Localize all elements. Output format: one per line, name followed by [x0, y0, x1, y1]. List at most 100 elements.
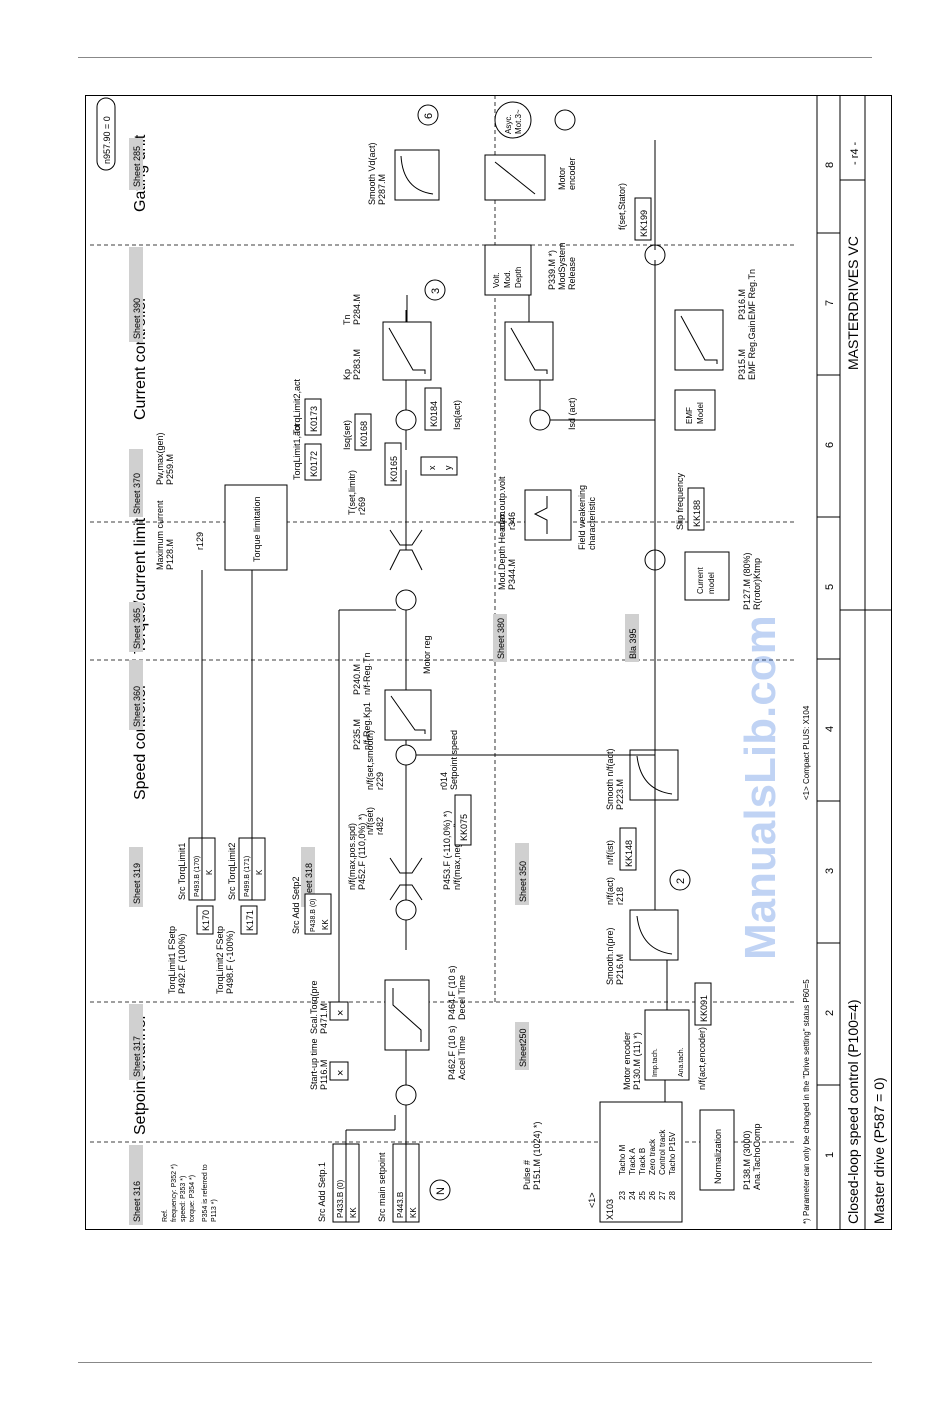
- sheet-tab-360: [129, 660, 143, 730]
- torq1-fsetp-label: TorqLimit1 FSetp: [167, 926, 177, 994]
- torque-summing-junction: [395, 589, 417, 611]
- speed-comparison-junction: [395, 744, 417, 766]
- x103-terminal-block: [599, 1101, 683, 1223]
- p138-param: P138.M (3000): [742, 1130, 752, 1190]
- k0184-label: K0184: [429, 401, 439, 427]
- terminal-23-num: 23: [618, 1191, 627, 1200]
- kk188-connector: [687, 487, 705, 531]
- nmax-neg-param: P453.F (-110,0%) *): [442, 811, 452, 890]
- src-torq1-param: P493.B (170): [194, 856, 201, 897]
- terminal-26-num: 26: [648, 1191, 657, 1200]
- multiplier-sign-1: ×: [335, 1070, 347, 1076]
- imp-tach-label: Imp.tach.: [652, 1048, 659, 1077]
- multiplier-sign-2: ×: [335, 1010, 347, 1016]
- r014-param: r014: [439, 772, 449, 790]
- src-add-setp1-label: Src Add Setp.1: [317, 1162, 327, 1222]
- k171-label: K171: [245, 910, 255, 931]
- n957-badge: [96, 97, 116, 171]
- smooth-vd-block: [394, 149, 440, 201]
- startup-time-param: P116.M: [319, 1060, 329, 1090]
- sheet-370-label: Sheet 370: [132, 473, 142, 514]
- src-main-setpoint-label: Src main setpoint: [377, 1152, 387, 1222]
- n957-label: n957.90 = 0: [102, 116, 112, 164]
- motor-reg-label: Motor reg: [422, 635, 432, 674]
- sheet-tab-370: [129, 449, 143, 517]
- sheet-tab-395: [625, 614, 639, 662]
- xy-x-label: x: [427, 465, 437, 470]
- sheet-390-label: Sheet 390: [132, 298, 142, 339]
- p127-param: P127.M (80%): [742, 552, 752, 610]
- connector-3-label: 3: [430, 288, 442, 294]
- nmax-pos-param: P452.F (110,0%) *): [357, 814, 367, 890]
- column-number-7: 7: [824, 300, 836, 306]
- sheet-318-label: Sheet 318: [304, 863, 314, 904]
- torq2-fsetp-param: P498.F (-100%): [225, 930, 235, 994]
- section-dividers: [90, 95, 797, 1143]
- sheet-317-label: Sheet 317: [132, 1036, 142, 1077]
- closed-loop-speed-control-diagram: 1 2 3 4 5 6 7 8 Closed-loop speed contro…: [85, 95, 892, 1230]
- p316-param: P316.M: [737, 289, 747, 320]
- p127-label: R(rotor)Ktmp: [752, 558, 762, 610]
- scal-torq-label: Scal.Torq(pre: [309, 980, 319, 1034]
- sheet-380-label: Sheet 380: [496, 618, 506, 659]
- x103-terminals: 23 24 25 26 27 28 Tacho M Track A Track …: [618, 1129, 677, 1200]
- k0168-connector: [354, 413, 372, 451]
- diagram-subtitle: Master drive (P587 = 0): [871, 1077, 887, 1224]
- kk199-label: KK199: [639, 210, 649, 237]
- r014-label: Setpoint speed: [449, 730, 459, 790]
- max-outp-volt-label: max.outp.volt: [497, 476, 507, 530]
- startup-multiplier: [329, 1061, 349, 1081]
- async-motor-circle: [494, 101, 532, 139]
- p339-label-2: Release: [567, 257, 577, 290]
- max-current-label: Maximum current: [155, 500, 165, 570]
- pw-max-param: P259.M: [165, 454, 175, 485]
- kk148-connector: [619, 827, 637, 871]
- nset-smooth-label: n/f(set,smooth): [365, 730, 375, 790]
- smooth-nact-block: [629, 749, 679, 801]
- isd-act-label: Isd (act): [567, 397, 577, 430]
- nset-label: n/f(set): [365, 807, 375, 835]
- speed-pi-curve: [390, 695, 426, 734]
- pulse-label: Pulse #: [522, 1160, 532, 1190]
- connector-2-label: 2: [675, 878, 687, 884]
- terminal-25-sig: Track B: [638, 1148, 647, 1175]
- svg-text:Ref.: Ref.: [162, 1209, 169, 1222]
- outer-frame: [85, 95, 892, 1230]
- sheet-285-label: Sheet 285: [132, 146, 142, 187]
- src-torq1-label: Src TorqLimit1: [177, 843, 187, 900]
- sheet-tab-380: [493, 614, 507, 662]
- speed-tn-label: n/f-Reg.Tn: [362, 652, 372, 695]
- p315-label: EMF Reg.Gain: [747, 320, 757, 380]
- pulse-param: P151.M (1024) *): [532, 1121, 542, 1190]
- isd-pi-curve: [510, 327, 548, 374]
- current-model-label-2: model: [707, 572, 716, 594]
- top-rule: [78, 57, 872, 58]
- svg-text:frequency: P352 *): frequency: P352 *): [171, 1164, 178, 1222]
- svg-text:P113 *): P113 *): [211, 1199, 218, 1222]
- k0165-label: K0165: [389, 456, 399, 482]
- speed-limiter-left: [389, 884, 423, 901]
- k0184-connector: [424, 387, 442, 431]
- cc-kp-label: Kp: [342, 369, 352, 380]
- src-add-setp2-kk: KK: [321, 919, 330, 930]
- kk075-label: KK075: [459, 814, 469, 841]
- emf-model-block: [674, 389, 716, 431]
- ramp-decel-param: P464.F (10 s): [447, 965, 457, 1020]
- xy-y-label: y: [443, 465, 453, 470]
- isq-comparison-junction: [395, 409, 417, 431]
- isq-act-label: Isq(act): [452, 400, 462, 430]
- sheet-tab-390: [129, 247, 143, 342]
- nset-smooth-param: r229: [375, 772, 385, 790]
- smooth-vd-param: P287.M: [377, 174, 387, 205]
- connector-6-circle: [417, 104, 439, 126]
- terminal-25-num: 25: [638, 1191, 647, 1200]
- bottom-rule: [78, 1362, 872, 1363]
- emf-model-label-2: Model: [696, 402, 705, 424]
- smooth-npre-param: P216.M: [615, 954, 625, 985]
- ramp-accel-label: Accel Time: [457, 1036, 467, 1080]
- sheet-360-label: Sheet 360: [132, 686, 142, 727]
- src-add-setp1-param: P433.B (0): [336, 1179, 345, 1218]
- column-number-6: 6: [824, 442, 836, 448]
- max-current-r129: r129: [195, 532, 205, 550]
- torque-limitation-label: Torque limitation: [252, 496, 262, 562]
